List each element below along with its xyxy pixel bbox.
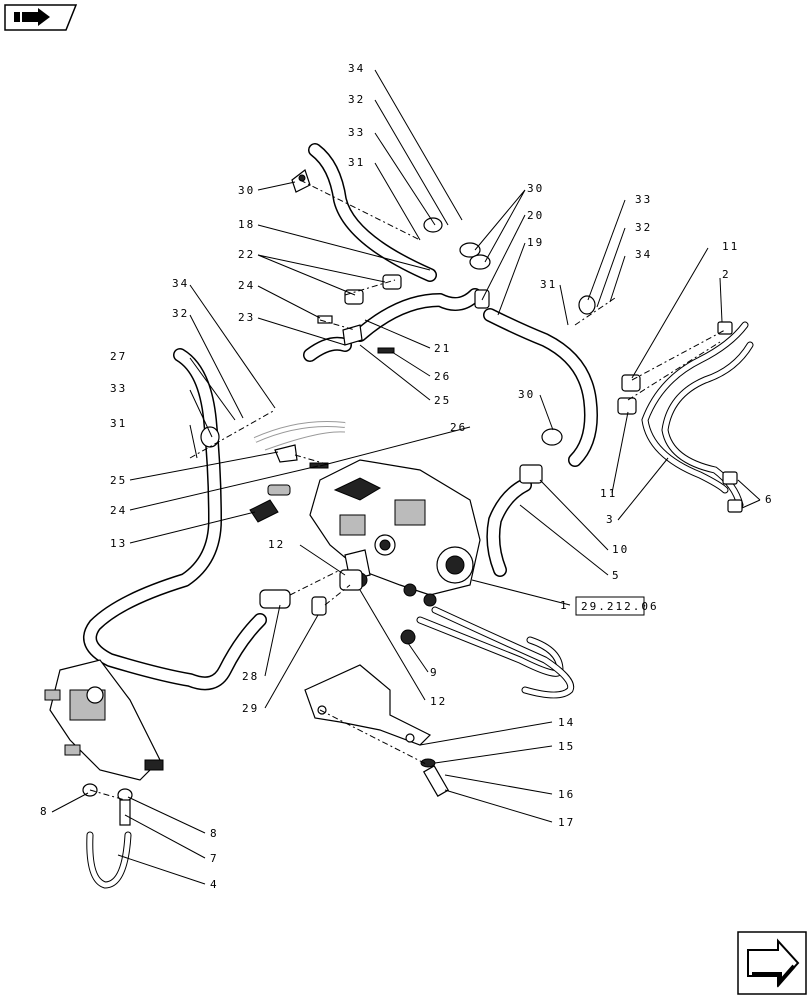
callout-33: 33 (348, 126, 365, 139)
bolt-26-a (377, 347, 395, 354)
fitting-2 (717, 321, 733, 335)
callout-26: 26 (450, 421, 467, 434)
callout-24: 24 (110, 504, 127, 517)
clamp-30-b (459, 242, 481, 258)
fitting-11-a (621, 374, 641, 392)
callout-28: 28 (242, 670, 259, 683)
callout-25: 25 (110, 474, 127, 487)
callout-31: 31 (110, 417, 127, 430)
fitting-29 (311, 596, 327, 616)
hose-23 (303, 336, 352, 362)
fitting-12 (339, 569, 363, 591)
callout-6: 6 (765, 493, 774, 506)
callout-19: 19 (527, 236, 544, 249)
callout-32: 32 (348, 93, 365, 106)
callout-25: 25 (434, 394, 451, 407)
reference-box[interactable]: 29.212.06 (575, 596, 659, 616)
callout-16: 16 (558, 788, 575, 801)
callout-11: 11 (600, 487, 617, 500)
fitting-6-b (727, 499, 743, 513)
callout-18: 18 (238, 218, 255, 231)
callout-32: 32 (635, 221, 652, 234)
callout-9: 9 (430, 666, 439, 679)
clamp-22-b (382, 274, 402, 290)
hose-4 (86, 831, 132, 889)
callout-13: 13 (110, 537, 127, 550)
callout-17: 17 (558, 816, 575, 829)
hose-3 (641, 321, 754, 509)
callout-34: 34 (635, 248, 652, 261)
hydraulic-lines (253, 421, 575, 699)
callout-1: 1 (560, 599, 569, 612)
fitting-6-a (722, 471, 738, 485)
callout-32: 32 (172, 307, 189, 320)
callout-20: 20 (527, 209, 544, 222)
callout-11: 11 (722, 240, 739, 253)
callout-24: 24 (238, 279, 255, 292)
clamp-33-b (200, 426, 220, 448)
fitting-13 (249, 484, 291, 523)
reference-label: 29.212.06 (581, 600, 659, 613)
callout-30: 30 (518, 388, 535, 401)
clamp-30-d (541, 428, 563, 446)
callout-21: 21 (434, 342, 451, 355)
callout-34: 34 (348, 62, 365, 75)
fitting-8-b (117, 788, 133, 802)
callout-30: 30 (527, 182, 544, 195)
callout-30: 30 (238, 184, 255, 197)
hose-5 (486, 478, 532, 577)
fitting-11-b (617, 397, 637, 415)
hose-19 (483, 308, 598, 467)
bolt-24-b (309, 462, 329, 469)
hydrostatic-pump (309, 459, 481, 607)
nut-9 (400, 629, 416, 645)
clamp-33-c (578, 295, 596, 315)
tee-26-a (342, 324, 363, 346)
callout-26: 26 (434, 370, 451, 383)
book-page-icon[interactable] (4, 4, 78, 31)
callout-15: 15 (558, 740, 575, 753)
callout-10: 10 (612, 543, 629, 556)
callout-29: 29 (242, 702, 259, 715)
callout-8: 8 (40, 805, 49, 818)
callout-22: 22 (238, 248, 255, 261)
tee-25-b (274, 444, 298, 463)
callout-33: 33 (635, 193, 652, 206)
callout-7: 7 (210, 852, 219, 865)
callout-14: 14 (558, 716, 575, 729)
callout-3: 3 (606, 513, 615, 526)
fitting-28 (259, 589, 291, 609)
callout-5: 5 (612, 569, 621, 582)
bolt-16 (422, 765, 450, 797)
next-page-arrow-icon[interactable] (737, 931, 807, 995)
hose-21 (353, 288, 482, 342)
callout-4: 4 (210, 878, 219, 891)
callout-labels: 34 32 33 31 30 18 22 24 23 30 20 19 21 2… (40, 62, 774, 891)
clamp-30-c (469, 254, 491, 270)
callout-12: 12 (430, 695, 447, 708)
assembly-lines (89, 179, 726, 801)
callout-23: 23 (238, 311, 255, 324)
clamp-33-a (423, 217, 443, 233)
callout-8: 8 (210, 827, 219, 840)
callout-33: 33 (110, 382, 127, 395)
fitting-10 (519, 464, 543, 484)
callout-2: 2 (722, 268, 731, 281)
hose-27 (83, 348, 267, 691)
fitting-7 (119, 799, 131, 826)
callout-31: 31 (540, 278, 557, 291)
fitting-24-a (317, 315, 333, 324)
callout-27: 27 (110, 350, 127, 363)
leader-lines (51, 69, 761, 885)
callout-12: 12 (268, 538, 285, 551)
hose-18 (308, 143, 437, 282)
callout-34: 34 (172, 277, 189, 290)
callout-31: 31 (348, 156, 365, 169)
control-valve (44, 659, 164, 781)
